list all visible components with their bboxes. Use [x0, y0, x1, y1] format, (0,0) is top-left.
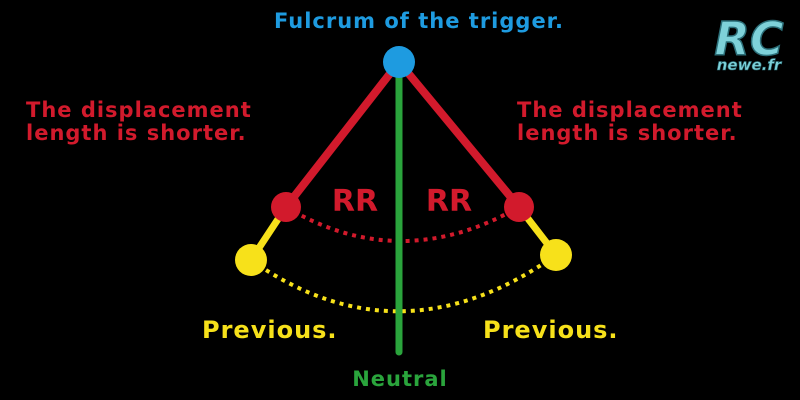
neutral-label: Neutral: [352, 367, 448, 391]
right-note-line1: The displacement: [517, 98, 743, 122]
previous-label-right: Previous.: [483, 316, 619, 344]
fulcrum-title: Fulcrum of the trigger.: [274, 9, 564, 33]
rcnewe-logo: RC newe.fr: [714, 11, 785, 74]
rr-joint-right: [504, 192, 534, 222]
rr-label-left: RR: [332, 184, 378, 219]
logo-main-text: RC: [714, 12, 783, 66]
previous-joint-left: [235, 244, 267, 276]
left-note-line1: The displacement: [26, 98, 252, 122]
logo-sub-text: newe.fr: [717, 56, 783, 74]
left-note-line2: length is shorter.: [26, 121, 247, 145]
fulcrum-point: [383, 46, 415, 78]
rr-label-right: RR: [426, 184, 472, 219]
previous-label-left: Previous.: [202, 316, 338, 344]
previous-joint-right: [540, 239, 572, 271]
rr-joint-left: [271, 192, 301, 222]
rr-arm-right: [395, 58, 523, 211]
rr-arm-left: [282, 58, 403, 211]
right-note-line2: length is shorter.: [517, 121, 738, 145]
previous-arc: [249, 253, 558, 314]
